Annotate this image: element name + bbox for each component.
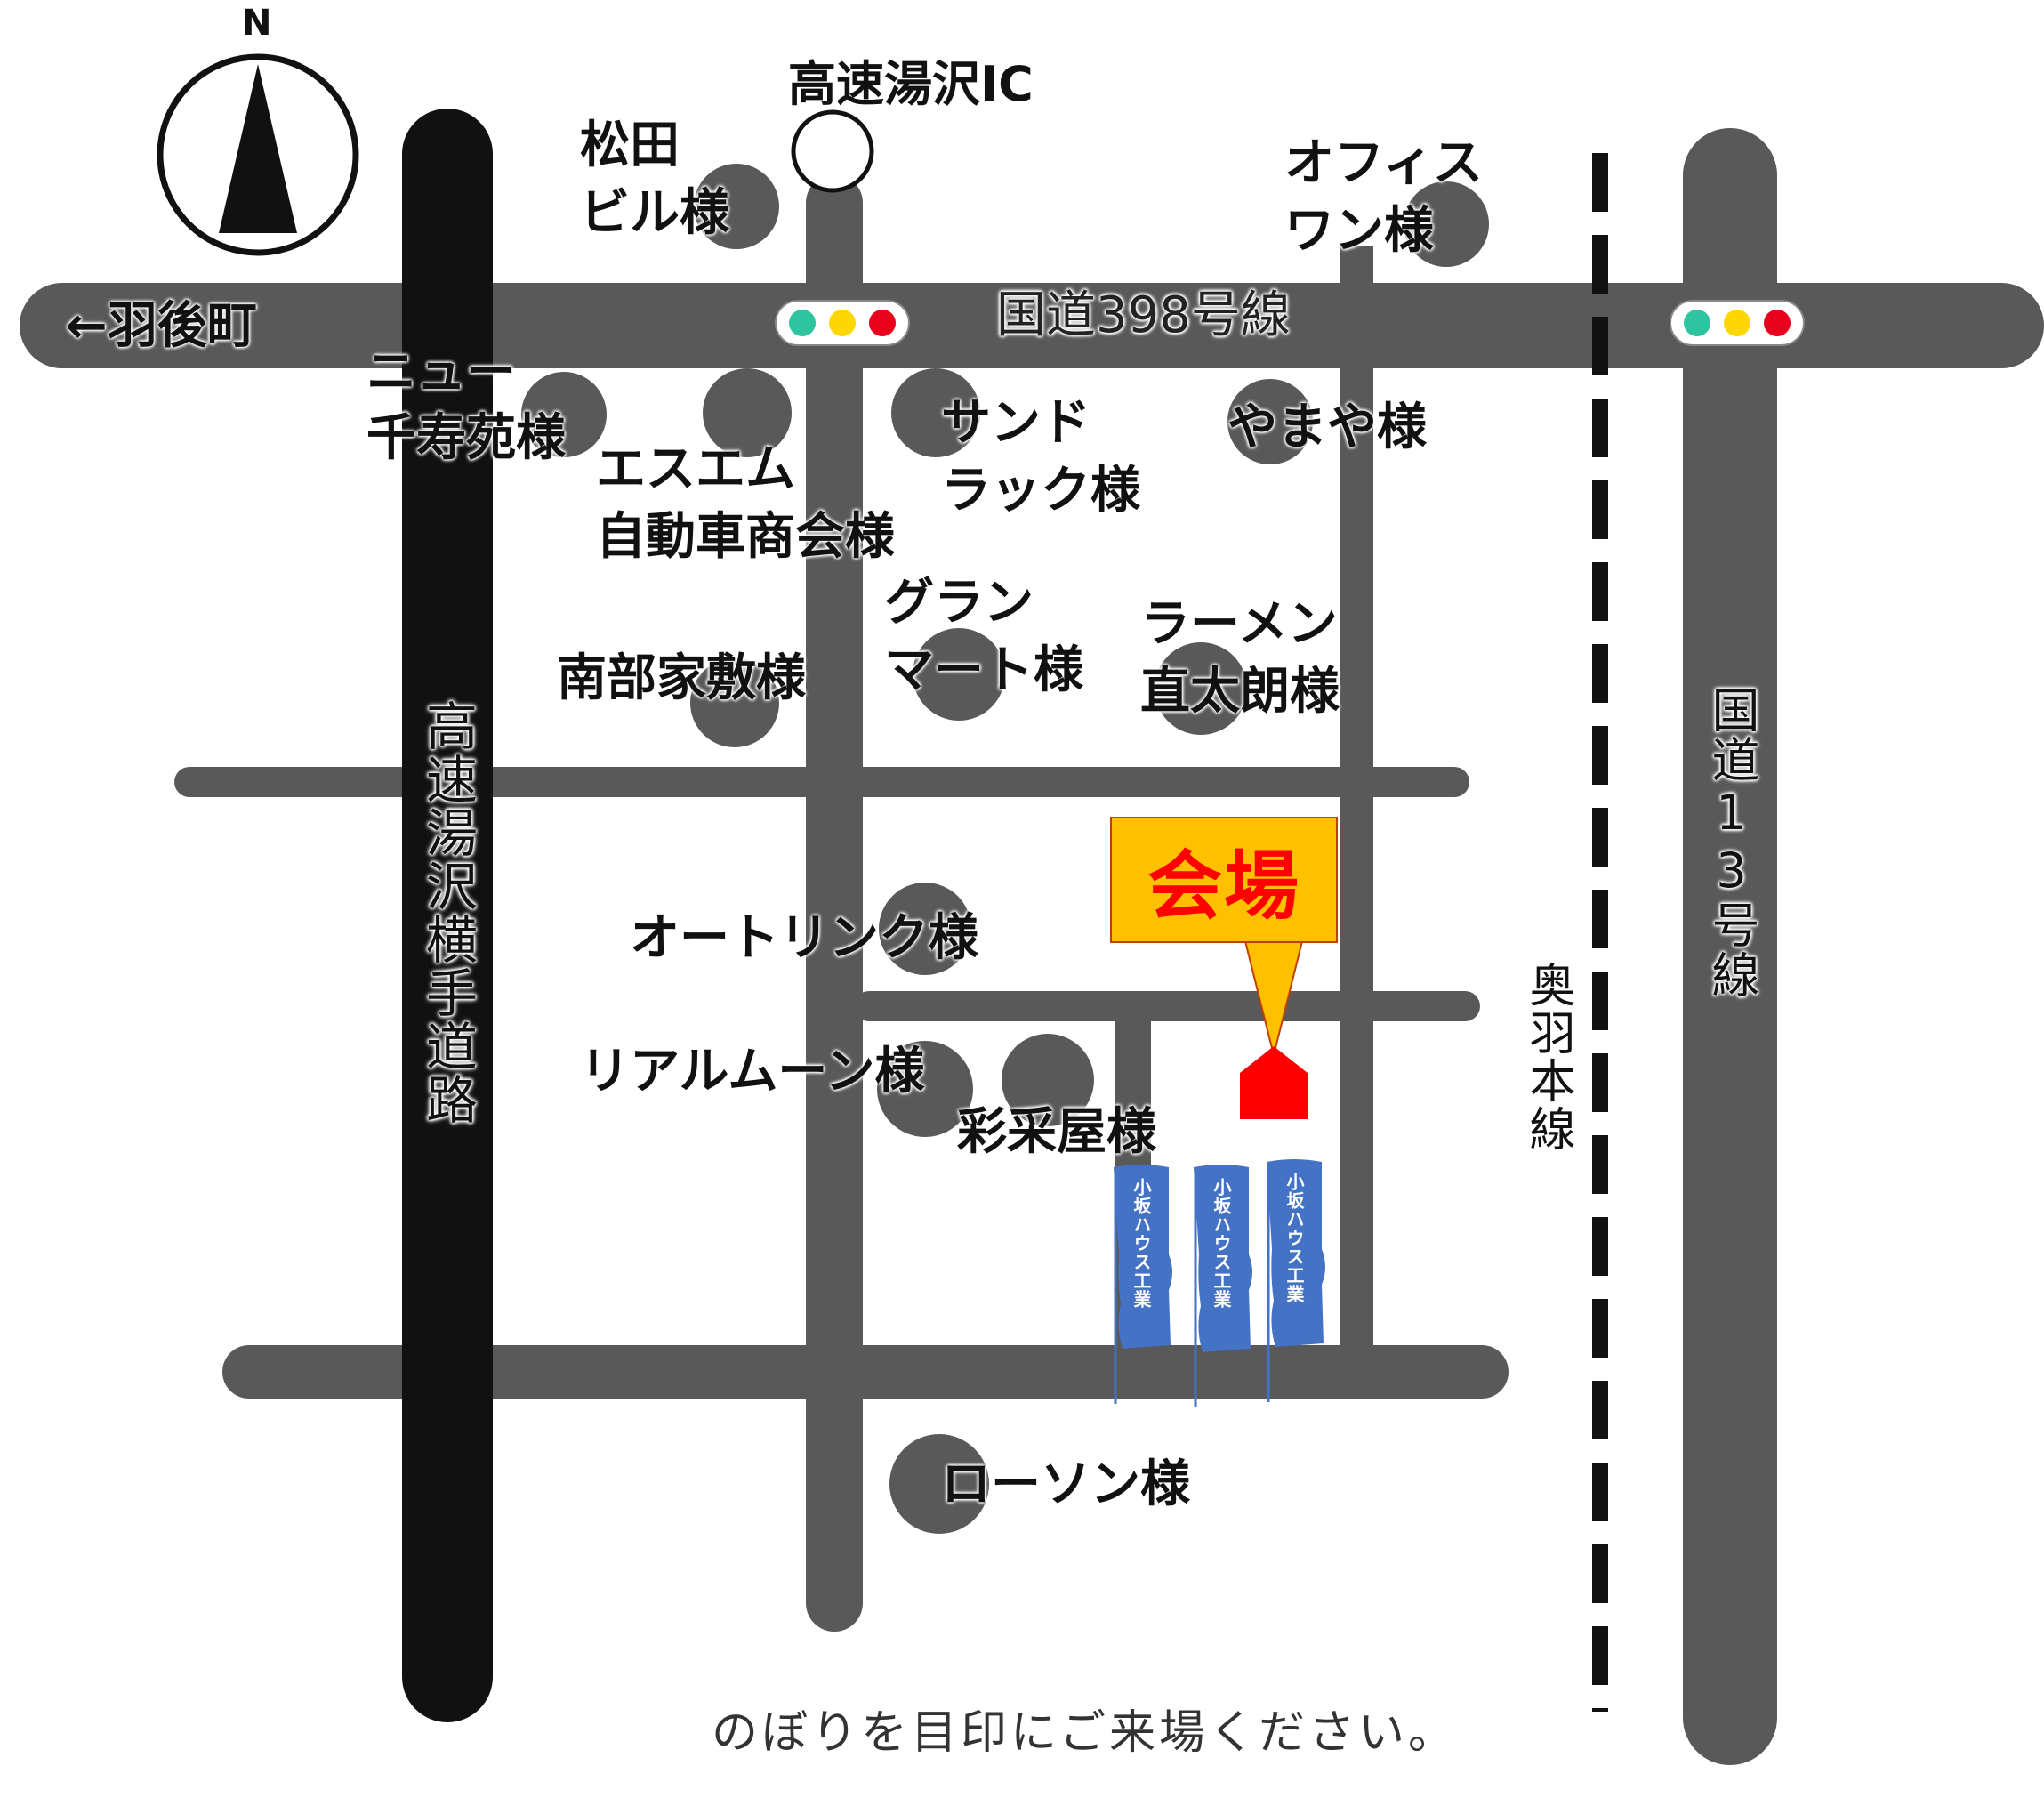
landmark-office-one: オフィス ワン様 — [1284, 134, 1483, 260]
interchange-label: 高速湯沢IC — [788, 56, 1034, 112]
venue-label: 会場 — [1147, 842, 1300, 930]
landmark-circle-saisaiya — [1002, 1034, 1094, 1126]
landmark-circle-granmart — [913, 628, 1005, 721]
landmark-circle-autolink — [879, 883, 971, 975]
ic-access-road — [806, 174, 863, 1632]
expressway-road — [402, 109, 493, 1722]
local-road-east — [1340, 246, 1373, 1347]
compass-icon — [157, 53, 359, 256]
landmark-circle-sm-jidosha — [703, 368, 792, 457]
landmark-saisaiya: 彩采屋様 — [957, 1103, 1156, 1161]
landmark-realmoon: リアルムーン様 — [580, 1043, 925, 1101]
venue-callout — [1110, 817, 1338, 943]
landmark-autolink: オートリンク様 — [630, 909, 978, 967]
venue-building-icon — [1240, 1046, 1308, 1119]
traffic-signal-west — [775, 300, 910, 346]
nobori-flags — [1114, 1159, 1325, 1407]
landmark-granmart: グラン マート様 — [884, 574, 1083, 699]
compass-north-label: N — [242, 3, 272, 44]
route13-label: 国道13号線 — [1703, 685, 1759, 1000]
landmark-circle-sandrack — [891, 368, 980, 457]
flag-text-2: 小坂ハウス工業 — [1211, 1178, 1232, 1309]
landmark-lawson: ローソン様 — [941, 1455, 1190, 1513]
local-road-middle — [854, 991, 1480, 1021]
landmark-circle-ramen — [1155, 642, 1247, 735]
landmark-sandrack: サンド ラック様 — [941, 394, 1140, 520]
traffic-signal-east — [1670, 300, 1805, 346]
expressway-label: 高速湯沢横手道路 — [417, 699, 478, 1126]
landmark-new-senjuen: ニュー 千寿苑様 — [366, 343, 566, 467]
to-ugo-label: ←羽後町 — [66, 297, 257, 355]
landmark-yamaya: やまや様 — [1227, 399, 1427, 456]
landmark-circle-lawson — [889, 1434, 989, 1534]
flag-text-1: 小坂ハウス工業 — [1131, 1178, 1152, 1309]
landmark-circle-office-one — [1404, 181, 1489, 267]
route398-road — [20, 283, 2044, 368]
landmark-sm-jidosha: エスエム 自動車商会様 — [596, 440, 895, 566]
landmark-circle-matsuda — [694, 164, 779, 249]
ou-line-label: 奥羽本線 — [1521, 961, 1574, 1153]
landmark-ramen-naotaro: ラーメン 直太朗様 — [1140, 595, 1340, 721]
landmark-circle-nanbuyashiki — [690, 658, 779, 747]
landmark-matsuda: 松田 ビル様 — [580, 117, 729, 242]
landmark-circle-realmoon — [877, 1041, 973, 1137]
landmark-circle-new-senjuen — [521, 372, 607, 457]
flag-text-3: 小坂ハウス工業 — [1284, 1173, 1305, 1303]
landmark-nanbuyashiki: 南部家敷様 — [557, 649, 806, 707]
route13-road — [1683, 128, 1777, 1765]
interchange-marker — [791, 109, 874, 193]
landmark-circle-yamaya — [1227, 379, 1313, 464]
local-road-lower — [222, 1345, 1509, 1399]
route398-label: 国道398号線 — [996, 286, 1291, 344]
guidance-note: のぼりを目印にご来場ください。 — [712, 1706, 1458, 1760]
